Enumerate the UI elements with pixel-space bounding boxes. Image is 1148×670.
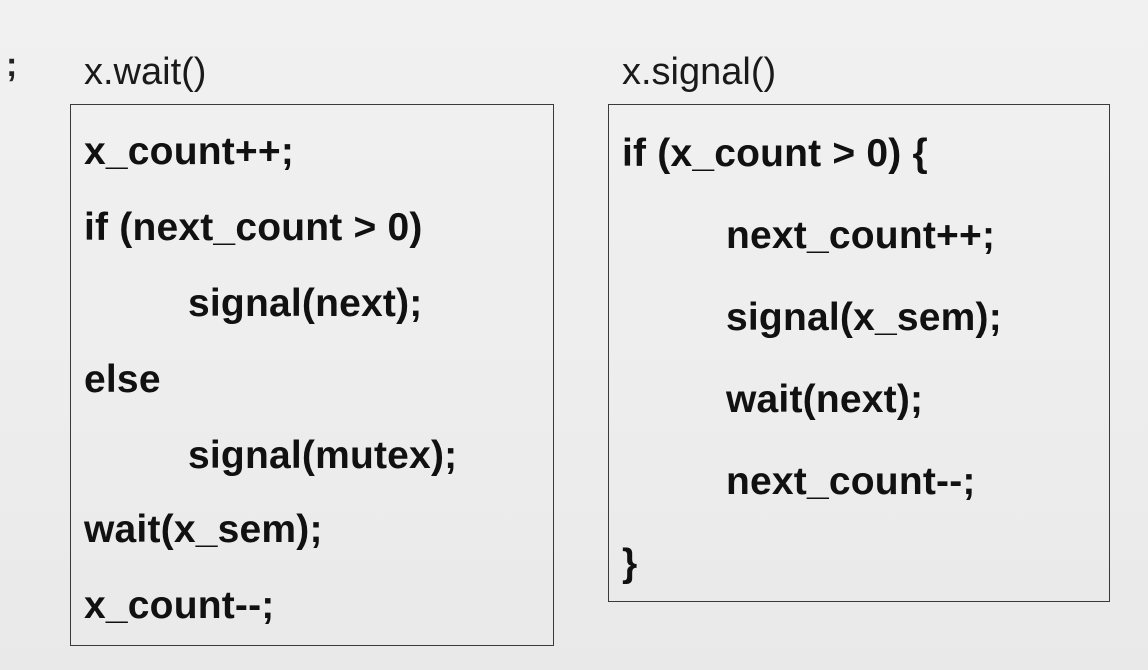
wait-line-7: x_count--; — [84, 584, 275, 627]
signal-code-box — [608, 104, 1110, 602]
wait-line-3: signal(next); — [188, 282, 423, 325]
wait-line-5: signal(mutex); — [188, 434, 458, 477]
wait-line-1: x_count++; — [84, 130, 295, 173]
wait-code-box — [70, 104, 554, 646]
edge-semicolon: ; — [6, 46, 18, 84]
signal-line-4: wait(next); — [726, 378, 924, 421]
signal-line-6: } — [622, 542, 638, 585]
signal-line-5: next_count--; — [726, 460, 976, 503]
signal-line-1: if (x_count > 0) { — [622, 132, 928, 175]
wait-line-4: else — [84, 358, 161, 401]
signal-line-2: next_count++; — [726, 214, 996, 257]
signal-title: x.signal() — [622, 51, 777, 93]
wait-line-6: wait(x_sem); — [84, 508, 323, 551]
signal-line-3: signal(x_sem); — [726, 296, 1002, 339]
wait-title: x.wait() — [84, 51, 207, 93]
wait-line-2: if (next_count > 0) — [84, 206, 423, 249]
